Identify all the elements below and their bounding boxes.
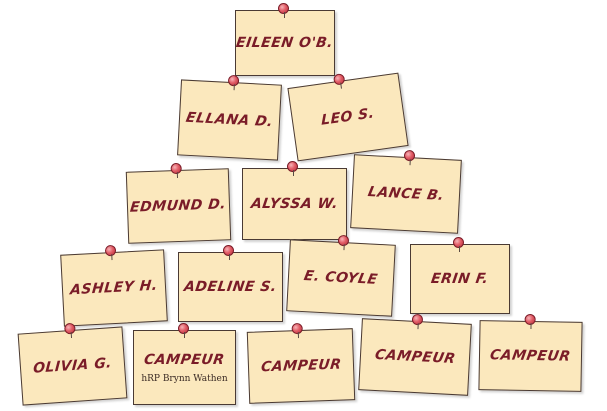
pushpin-icon bbox=[403, 149, 418, 166]
pushpin-icon bbox=[337, 234, 352, 251]
card-name: CAMPEUR bbox=[259, 356, 343, 376]
card-subtext: hRP Brynn Wathen bbox=[141, 373, 228, 384]
card-name: ELLANA D. bbox=[184, 109, 275, 131]
pushpin-icon bbox=[177, 323, 191, 338]
pushpin-icon bbox=[227, 74, 242, 91]
card-name: E. COYLE bbox=[302, 268, 380, 288]
name-card: LEO S. bbox=[287, 72, 409, 162]
name-card: ELLANA D. bbox=[177, 74, 282, 161]
name-card: OLIVIA G. bbox=[17, 322, 128, 406]
name-card: ALYSSA W. bbox=[242, 161, 347, 240]
name-card: CAMPEUR bbox=[246, 322, 356, 404]
pushpin-icon bbox=[170, 162, 184, 179]
name-card: ERIN F. bbox=[410, 237, 510, 314]
card-name: EDMUND D. bbox=[129, 196, 228, 216]
name-card: CAMPEUR hRP Brynn Wathen bbox=[133, 323, 236, 405]
pushpin-icon bbox=[63, 322, 78, 339]
pushpin-icon bbox=[291, 322, 305, 339]
card-name: ERIN F. bbox=[430, 271, 490, 287]
pushpin-icon bbox=[104, 244, 119, 261]
name-card: E. COYLE bbox=[286, 234, 396, 317]
pushpin-icon bbox=[286, 161, 300, 176]
name-card: CAMPEUR bbox=[358, 313, 472, 396]
card-name: CAMPEUR bbox=[143, 351, 226, 368]
card-name: OLIVIA G. bbox=[32, 355, 113, 377]
pushpin-icon bbox=[452, 237, 466, 252]
name-card: ASHLEY H. bbox=[60, 244, 168, 327]
pushpin-icon bbox=[277, 3, 291, 18]
card-name: LEO S. bbox=[321, 105, 375, 129]
card-name: LANCE B. bbox=[366, 184, 446, 204]
pushpin-icon bbox=[222, 245, 236, 260]
name-card: LANCE B. bbox=[350, 149, 462, 234]
card-name: ASHLEY H. bbox=[69, 277, 159, 299]
name-card: ADELINE S. bbox=[178, 245, 283, 322]
card-name: ADELINE S. bbox=[183, 279, 278, 295]
pushpin-icon bbox=[332, 73, 348, 89]
card-name: EILEEN O'B. bbox=[235, 35, 335, 51]
card-name: ALYSSA W. bbox=[249, 196, 340, 212]
card-name: CAMPEUR bbox=[488, 347, 573, 365]
name-card: EILEEN O'B. bbox=[235, 3, 335, 76]
card-name: CAMPEUR bbox=[373, 346, 457, 368]
name-card: CAMPEUR bbox=[478, 313, 583, 392]
name-card: EDMUND D. bbox=[125, 162, 232, 244]
pushpin-icon bbox=[411, 313, 426, 330]
pushpin-icon bbox=[523, 313, 537, 330]
